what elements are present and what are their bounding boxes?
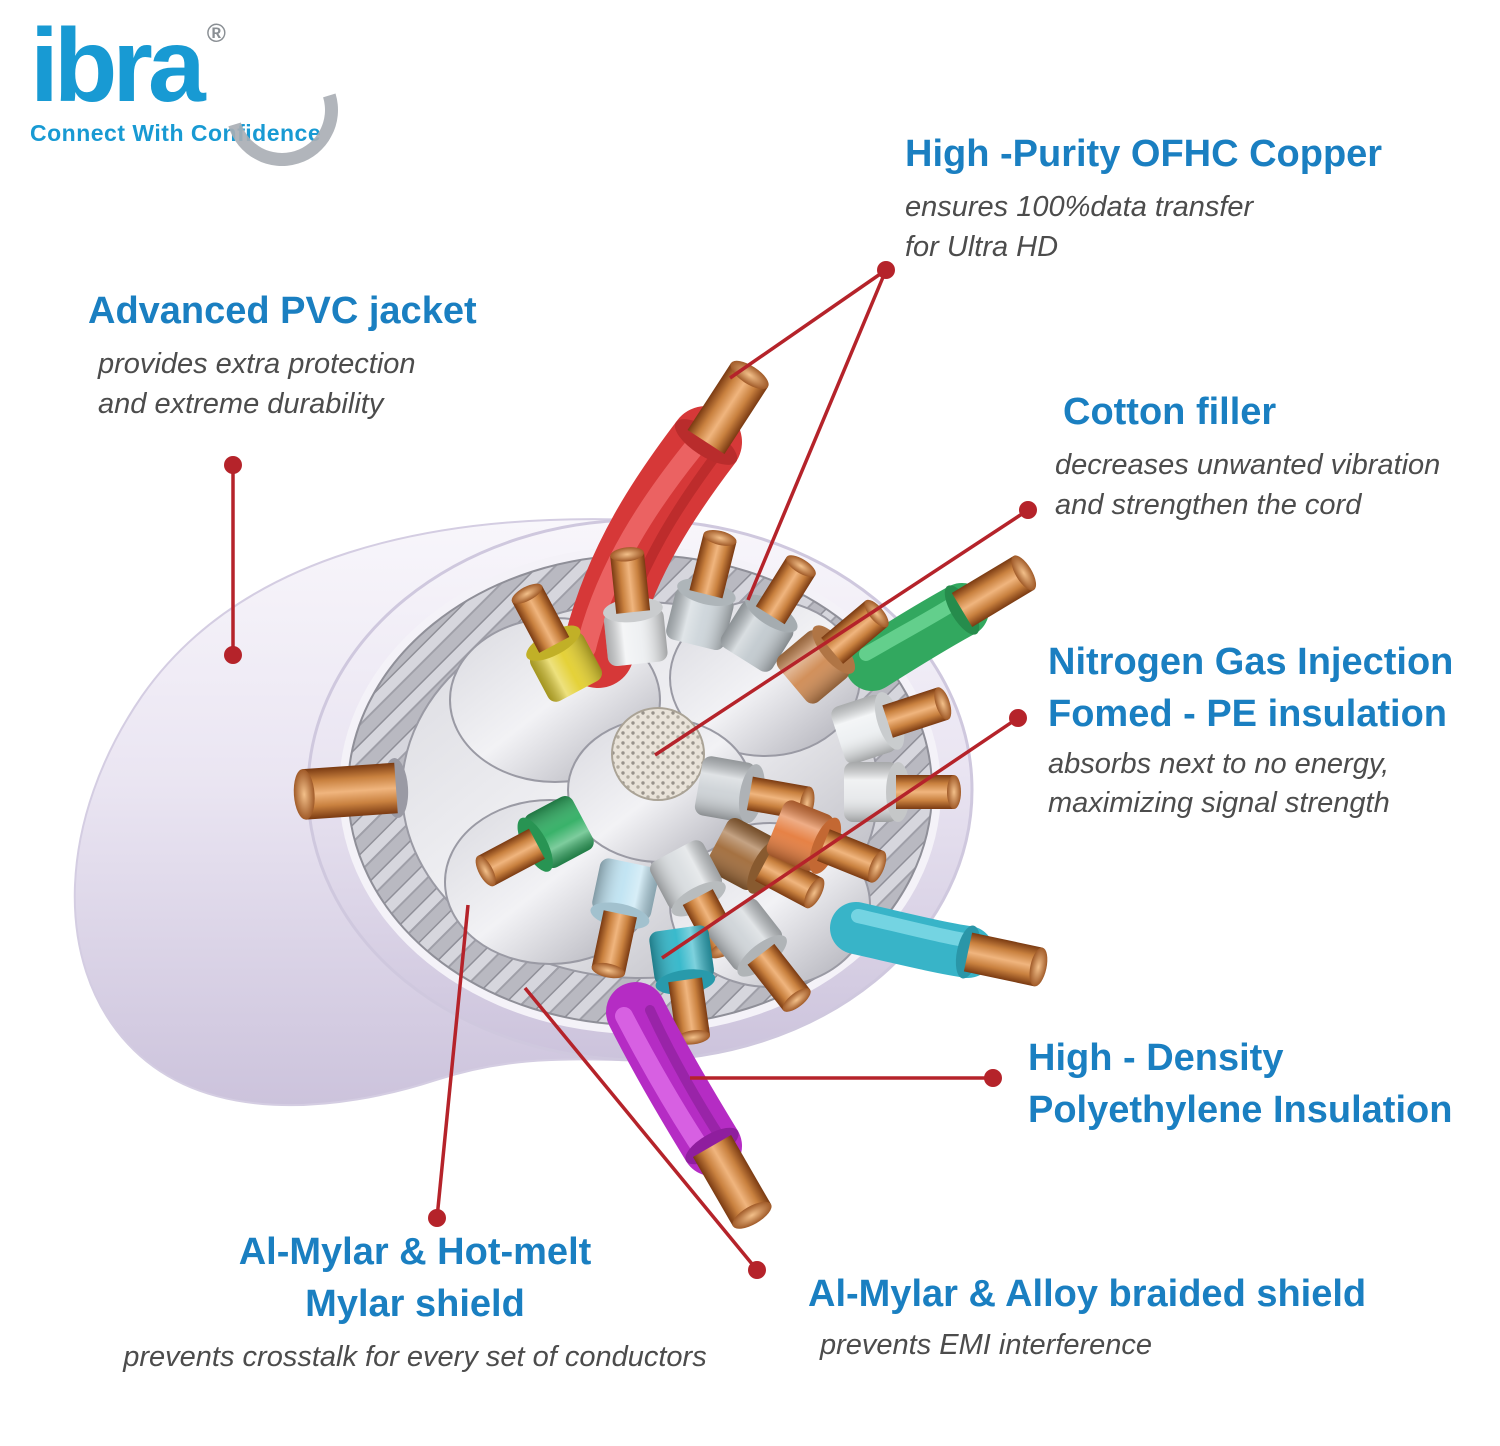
red-wire-copper-tip (674, 355, 773, 465)
annotation-dot-pvc-bottom (224, 646, 242, 664)
callout-pvc: Advanced PVC jacket provides extra prote… (88, 285, 477, 424)
bare-copper-conductor (292, 758, 409, 821)
green-wire (845, 551, 1041, 691)
annotation-line-copper-b (746, 269, 888, 601)
cyan-wire (830, 902, 1051, 989)
annotation-dot-copper (877, 261, 895, 279)
callout-cotton: Cotton filler decreases unwanted vibrati… (1055, 386, 1440, 525)
brand-tagline: Connect With Confidence (30, 120, 322, 146)
copper-sub-line1: ensures 100%data transfer (905, 191, 1254, 224)
braided-title: Al-Mylar & Alloy braided shield (808, 1273, 1367, 1315)
green-wire-copper-tip (944, 551, 1041, 635)
annotation-lines (224, 261, 1037, 1279)
copper-sub-line2: for Ultra HD (905, 230, 1059, 263)
cyan-wire-copper-tip (955, 925, 1051, 989)
callout-mylar: Al-Mylar & Hot-melt Mylar shield (165, 1226, 665, 1331)
annotation-dot-braided (748, 1261, 766, 1279)
pvc-sub-line2: and extreme durability (98, 387, 384, 420)
purple-wire-copper-tip (685, 1127, 776, 1235)
mylar-title-line2: Mylar shield (305, 1283, 525, 1326)
braided-sub-line1: prevents EMI interference (820, 1329, 1153, 1362)
annotation-line-cotton (654, 508, 1029, 757)
nitrogen-sub-line1: absorbs next to no energy, (1048, 747, 1390, 780)
annotation-dot-pvc-top (224, 456, 242, 474)
pvc-title: Advanced PVC jacket (88, 290, 477, 332)
hd-title-line2: Polyethylene Insulation (1028, 1089, 1453, 1132)
annotation-dot-nitrogen (1009, 709, 1027, 727)
annotation-dot-mylar (428, 1209, 446, 1227)
callout-braided: Al-Mylar & Alloy braided shield prevents… (808, 1268, 1366, 1366)
mylar-sub-line1: prevents crosstalk for every set of cond… (123, 1341, 707, 1373)
nitrogen-title-line2: Fomed - PE insulation (1048, 693, 1448, 736)
annotation-dot-cotton (1019, 501, 1037, 519)
registered-mark: ® (206, 18, 226, 48)
pvc-sub-line1: provides extra protection (98, 348, 416, 381)
brand-logo: ibra® Connect With Confidence (30, 8, 370, 186)
annotation-line-copper-a (729, 268, 887, 380)
annotation-line-mylar (435, 904, 470, 1219)
callout-hd: High - Density Polyethylene Insulation (1028, 1032, 1452, 1137)
annotation-line-braided (523, 986, 759, 1272)
callout-copper: High -Purity OFHC Copper ensures 100%dat… (905, 128, 1382, 267)
copper-title: High -Purity OFHC Copper (905, 133, 1383, 175)
cotton-title: Cotton filler (1063, 391, 1277, 433)
callout-mylar-sub: prevents crosstalk for every set of cond… (90, 1338, 740, 1377)
hd-title-line1: High - Density (1028, 1037, 1284, 1079)
annotation-line-nitrogen (661, 716, 1019, 960)
purple-wire (606, 982, 776, 1235)
brand-wordmark: ibra® (30, 8, 226, 124)
nitrogen-sub-line2: maximizing signal strength (1048, 787, 1390, 820)
cotton-sub-line2: and strengthen the cord (1055, 488, 1362, 521)
annotation-dot-hd (984, 1069, 1002, 1087)
cotton-sub-line1: decreases unwanted vibration (1055, 449, 1441, 482)
nitrogen-title-line1: Nitrogen Gas Injection (1048, 641, 1454, 683)
callout-nitrogen: Nitrogen Gas Injection Fomed - PE insula… (1048, 636, 1453, 824)
mylar-title-line1: Al-Mylar & Hot-melt (238, 1231, 592, 1273)
